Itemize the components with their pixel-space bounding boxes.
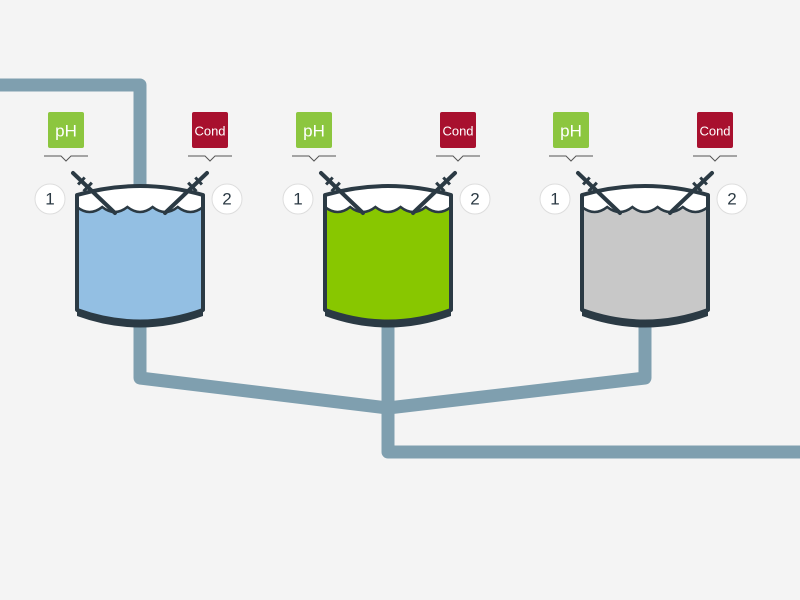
tank-liquid xyxy=(77,205,203,322)
main-outlet-pipe xyxy=(381,325,800,459)
tank-base xyxy=(77,310,203,328)
ph-badge: pH xyxy=(44,112,88,162)
probe-number-2: 2 xyxy=(211,183,243,215)
probe-number-1-text: 1 xyxy=(550,190,559,209)
probe-number-1: 1 xyxy=(282,183,314,215)
tank-liquid xyxy=(325,205,451,322)
probe-number-1: 1 xyxy=(34,183,66,215)
tank-base xyxy=(582,310,708,328)
tank-2: pH Cond 1 2 xyxy=(282,112,491,328)
cond-badge-text: Cond xyxy=(699,124,730,139)
tank-1: pH Cond 1 2 xyxy=(34,112,243,328)
probe-number-2: 2 xyxy=(459,183,491,215)
tank-surface-line xyxy=(76,205,204,214)
cond-badge: Cond xyxy=(436,112,480,162)
probe-number-1-text: 1 xyxy=(45,190,54,209)
tank-liquid xyxy=(582,205,708,322)
tank-surface-line xyxy=(324,205,452,214)
outlet-pipe-tank-1 xyxy=(133,325,389,415)
probe-number-2-text: 2 xyxy=(727,190,736,209)
probe-number-2-text: 2 xyxy=(470,190,479,209)
probe-number-1: 1 xyxy=(539,183,571,215)
ph-badge: pH xyxy=(549,112,593,162)
ph-probe xyxy=(576,171,622,215)
tank-base xyxy=(325,310,451,328)
ph-probe xyxy=(71,171,117,215)
cond-probe xyxy=(411,171,457,215)
pipe-network xyxy=(0,78,800,459)
probe-number-2-text: 2 xyxy=(222,190,231,209)
tank-3: pH Cond 1 2 xyxy=(539,112,748,328)
ph-badge-text: pH xyxy=(560,122,582,141)
probe-number-1-text: 1 xyxy=(293,190,302,209)
cond-probe xyxy=(668,171,714,215)
inlet-pipe xyxy=(0,78,147,190)
cond-badge: Cond xyxy=(188,112,232,162)
ph-badge: pH xyxy=(292,112,336,162)
ph-badge-text: pH xyxy=(303,122,325,141)
ph-probe xyxy=(319,171,365,215)
probe-number-2: 2 xyxy=(716,183,748,215)
ph-badge-text: pH xyxy=(55,122,77,141)
cond-badge-text: Cond xyxy=(442,124,473,139)
outlet-pipe-tank-3 xyxy=(387,325,652,415)
cond-probe xyxy=(163,171,209,215)
tank-surface-line xyxy=(581,205,709,214)
cond-badge: Cond xyxy=(693,112,737,162)
cond-badge-text: Cond xyxy=(194,124,225,139)
